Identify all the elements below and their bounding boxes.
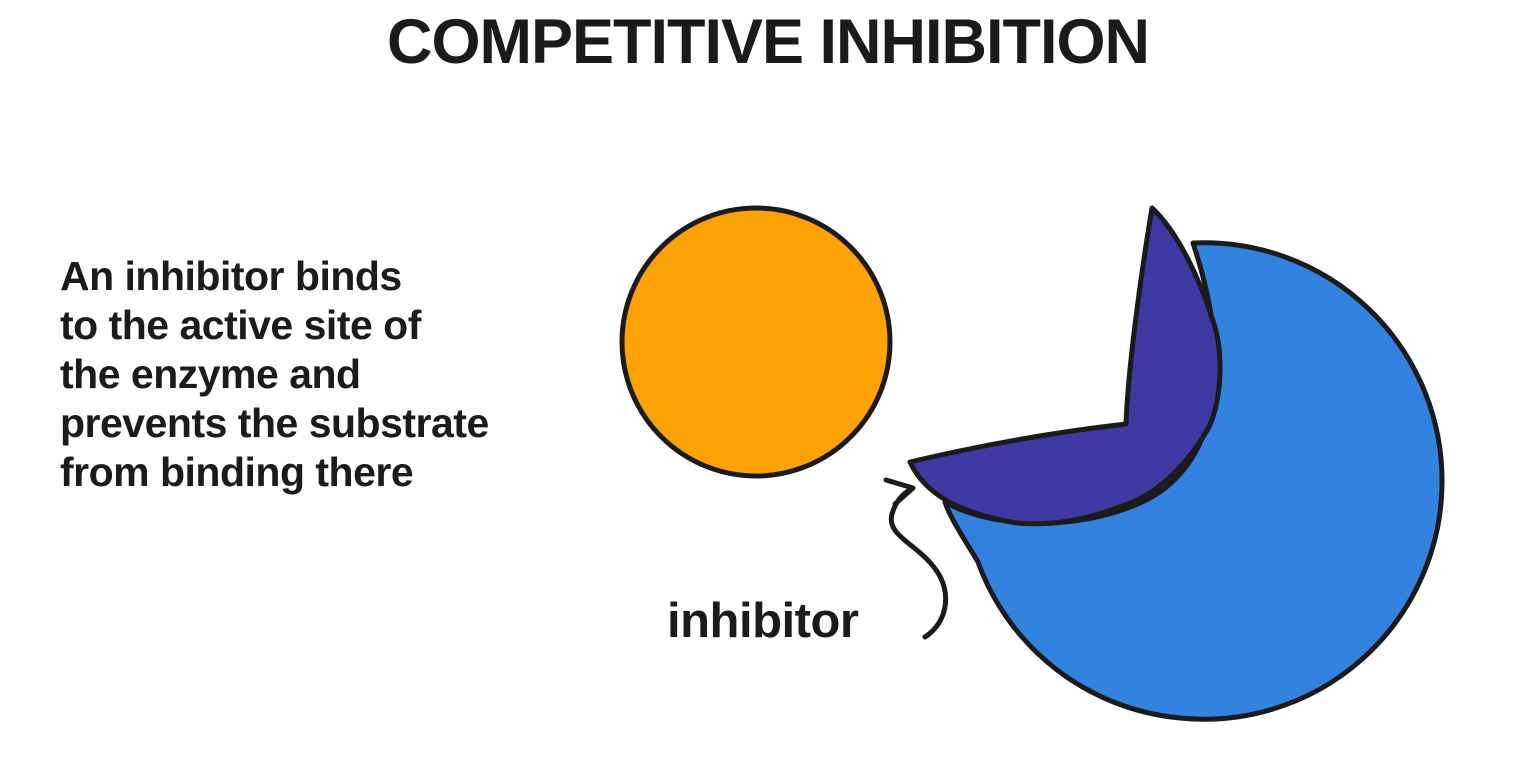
description-line: from binding there xyxy=(60,449,414,495)
inhibitor-label: inhibitor xyxy=(667,594,859,648)
description-text: An inhibitor binds to the active site of… xyxy=(60,252,489,497)
substrate-circle xyxy=(619,205,893,479)
description-line: prevents the substrate xyxy=(60,400,489,446)
description-line: to the active site of xyxy=(60,302,421,348)
description-line: the enzyme and xyxy=(60,351,361,397)
page-title: COMPETITIVE INHIBITION xyxy=(386,7,1150,77)
enzyme-shape xyxy=(942,240,1445,722)
inhibitor-wedge xyxy=(907,205,1223,527)
description-line: An inhibitor binds xyxy=(60,253,402,299)
inhibitor-arrowhead-icon xyxy=(883,477,916,507)
inhibitor-arrow-shaft xyxy=(888,486,949,640)
